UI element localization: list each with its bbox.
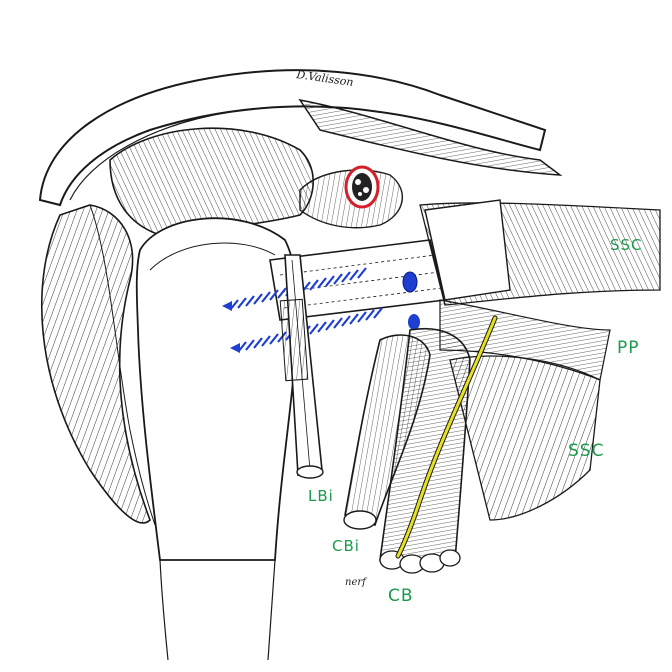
label-cbi: CBi (332, 537, 360, 555)
acromion-arch (38, 69, 547, 207)
humeral-head (135, 217, 299, 561)
screw-hole-upper (402, 271, 418, 293)
label-cb: CB (388, 586, 414, 606)
label-lbi: LBi (308, 487, 334, 505)
coracobrachialis (379, 328, 471, 561)
label-ssc-upper: SSC (610, 236, 643, 254)
subscapularis-lower (449, 355, 601, 521)
label-pp: PP (617, 338, 640, 358)
label-nerf: nerf (345, 577, 366, 588)
deltoid-fan (40, 204, 151, 524)
screw-hole-lower (408, 314, 420, 330)
supraspinatus (109, 127, 314, 236)
clavicle (298, 98, 563, 176)
label-ssc-lower: SSC (568, 441, 605, 461)
